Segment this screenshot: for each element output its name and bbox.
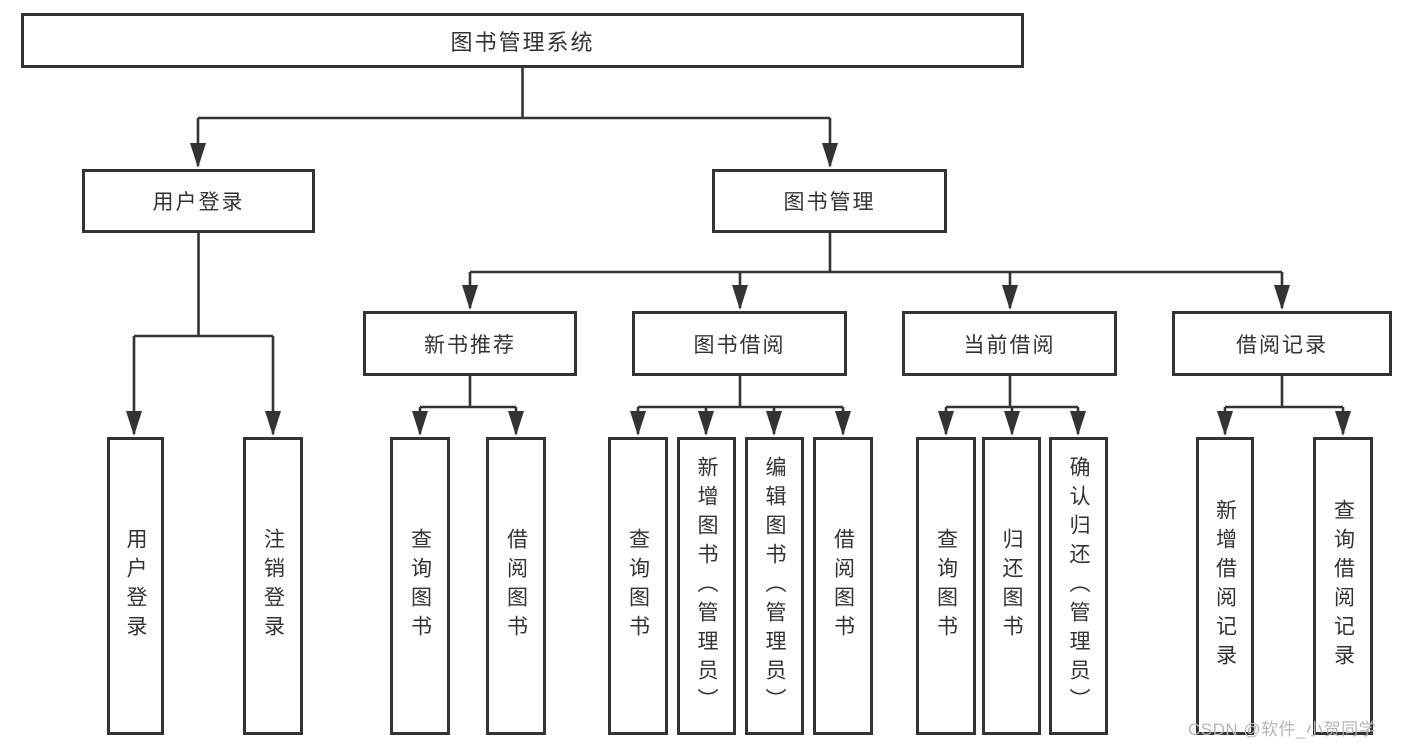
leaf-query-books-current: 查询图书 (916, 437, 976, 735)
leaf-add-borrow-record: 新增借阅记录 (1196, 437, 1254, 735)
node-library-management-system: 图书管理系统 (21, 13, 1024, 68)
leaf-add-book-admin: 新增图书（管理员） (677, 437, 736, 735)
node-book-borrowing: 图书借阅 (632, 311, 847, 376)
node-label: 图书管理系统 (450, 29, 595, 55)
csdn-watermark: CSDN @软件_小贺同学 (1188, 720, 1377, 739)
node-new-book-recommendation: 新书推荐 (363, 311, 577, 376)
leaf-label: 查询图书 (934, 528, 958, 644)
leaf-query-books-recommend: 查询图书 (390, 437, 450, 735)
leaf-label: 用户登录 (124, 528, 147, 644)
leaf-return-books: 归还图书 (982, 437, 1041, 735)
leaf-query-borrow-record: 查询借阅记录 (1313, 437, 1373, 735)
connector-new-book-recommendation-children (412, 376, 524, 436)
node-borrowing-records: 借阅记录 (1172, 311, 1392, 376)
node-book-management: 图书管理 (712, 169, 947, 233)
connector-book-borrowing-children (630, 376, 851, 436)
leaf-label: 归还图书 (1000, 528, 1023, 644)
node-label: 用户登录 (152, 191, 245, 214)
leaf-edit-book-admin: 编辑图书（管理员） (745, 437, 804, 735)
node-label: 图书借阅 (693, 333, 786, 357)
connector-book-management-children (462, 233, 1290, 310)
node-label: 借阅记录 (1236, 333, 1328, 357)
connector-current-borrowing-children (938, 376, 1086, 436)
connector-user-login-children (126, 233, 281, 436)
leaf-label: 查询图书 (626, 528, 650, 644)
leaf-user-login: 用户登录 (107, 437, 164, 735)
leaf-label: 注销登录 (261, 528, 285, 644)
node-label: 新书推荐 (424, 333, 516, 357)
node-user-login: 用户登录 (82, 169, 315, 233)
leaf-label: 新增借阅记录 (1213, 499, 1237, 673)
leaf-logout: 注销登录 (243, 437, 303, 735)
leaf-label: 借阅图书 (504, 528, 528, 644)
leaf-label: 查询借阅记录 (1331, 499, 1355, 673)
connector-borrowing-records-children (1217, 376, 1351, 436)
leaf-label: 借阅图书 (831, 528, 855, 644)
leaf-label: 新增图书（管理员） (695, 455, 718, 717)
node-label: 图书管理 (783, 191, 876, 214)
node-current-borrowing: 当前借阅 (902, 311, 1117, 376)
leaf-label: 查询图书 (408, 528, 432, 644)
leaf-label: 确认归还（管理员） (1067, 455, 1090, 717)
leaf-borrow-books-borrowing: 借阅图书 (813, 437, 873, 735)
connector-root-to-level2 (190, 68, 838, 168)
leaf-borrow-books-recommend: 借阅图书 (486, 437, 546, 735)
leaf-label: 编辑图书（管理员） (763, 455, 786, 717)
node-label: 当前借阅 (963, 333, 1056, 357)
leaf-confirm-return-admin: 确认归还（管理员） (1049, 437, 1108, 735)
leaf-query-books-borrowing: 查询图书 (608, 437, 668, 735)
